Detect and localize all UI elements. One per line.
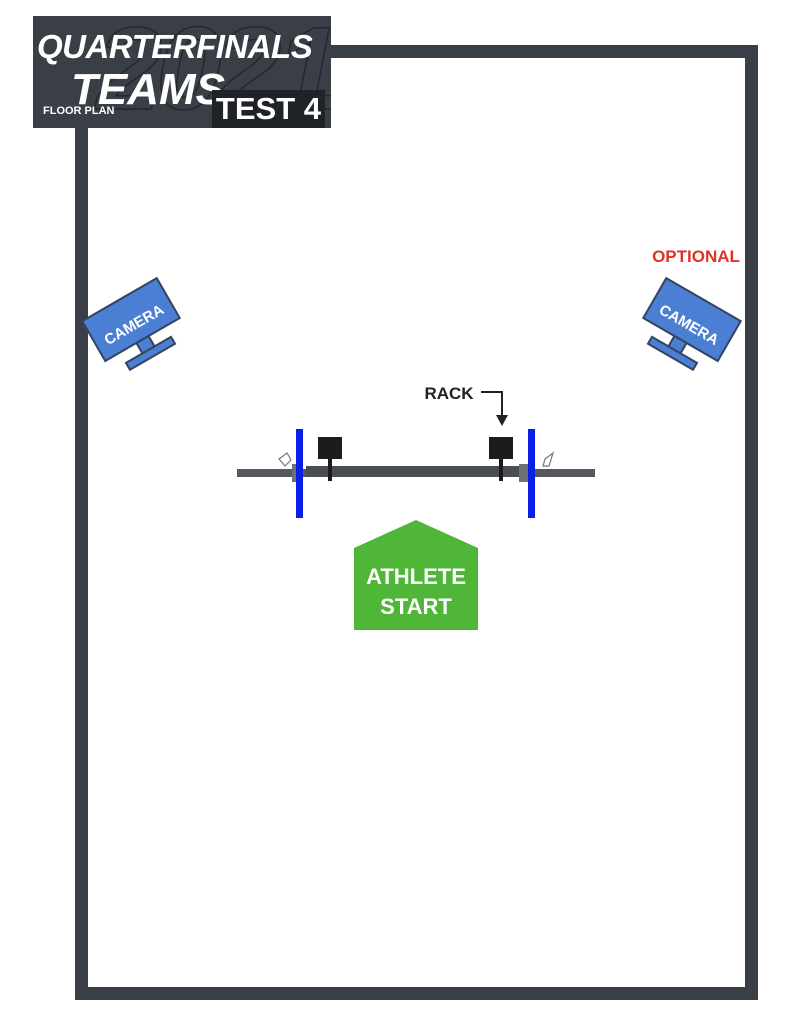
collar-clip-icon	[278, 452, 292, 467]
camera-icon	[641, 276, 743, 372]
title-quarterfinals: QUARTERFINALS	[37, 28, 313, 65]
camera-right: CAMERA	[641, 276, 743, 372]
collar-clip-icon	[542, 451, 555, 467]
camera-left: CAMERA	[80, 276, 182, 372]
rack-icon	[318, 437, 342, 481]
camera-icon	[80, 276, 182, 372]
title-floor-plan: FLOOR PLAN	[43, 105, 115, 117]
test-badge: TEST 4	[211, 90, 325, 128]
rack-label: RACK	[424, 384, 474, 403]
athlete-start-line1: ATHLETE	[366, 564, 466, 589]
athlete-start-marker: ATHLETE START	[354, 520, 478, 630]
athlete-start-line2: START	[380, 594, 452, 619]
weight-plate-right	[528, 429, 535, 518]
weight-plate-left	[296, 429, 303, 518]
arrow-icon	[481, 391, 508, 426]
title-teams: TEAMS	[71, 65, 225, 114]
barbell-icon	[237, 429, 595, 518]
title-block: 2021 QUARTERFINALS TEAMS FLOOR PLAN TEST…	[33, 16, 331, 128]
optional-label: OPTIONAL	[652, 247, 740, 266]
rack-icon	[489, 437, 513, 481]
